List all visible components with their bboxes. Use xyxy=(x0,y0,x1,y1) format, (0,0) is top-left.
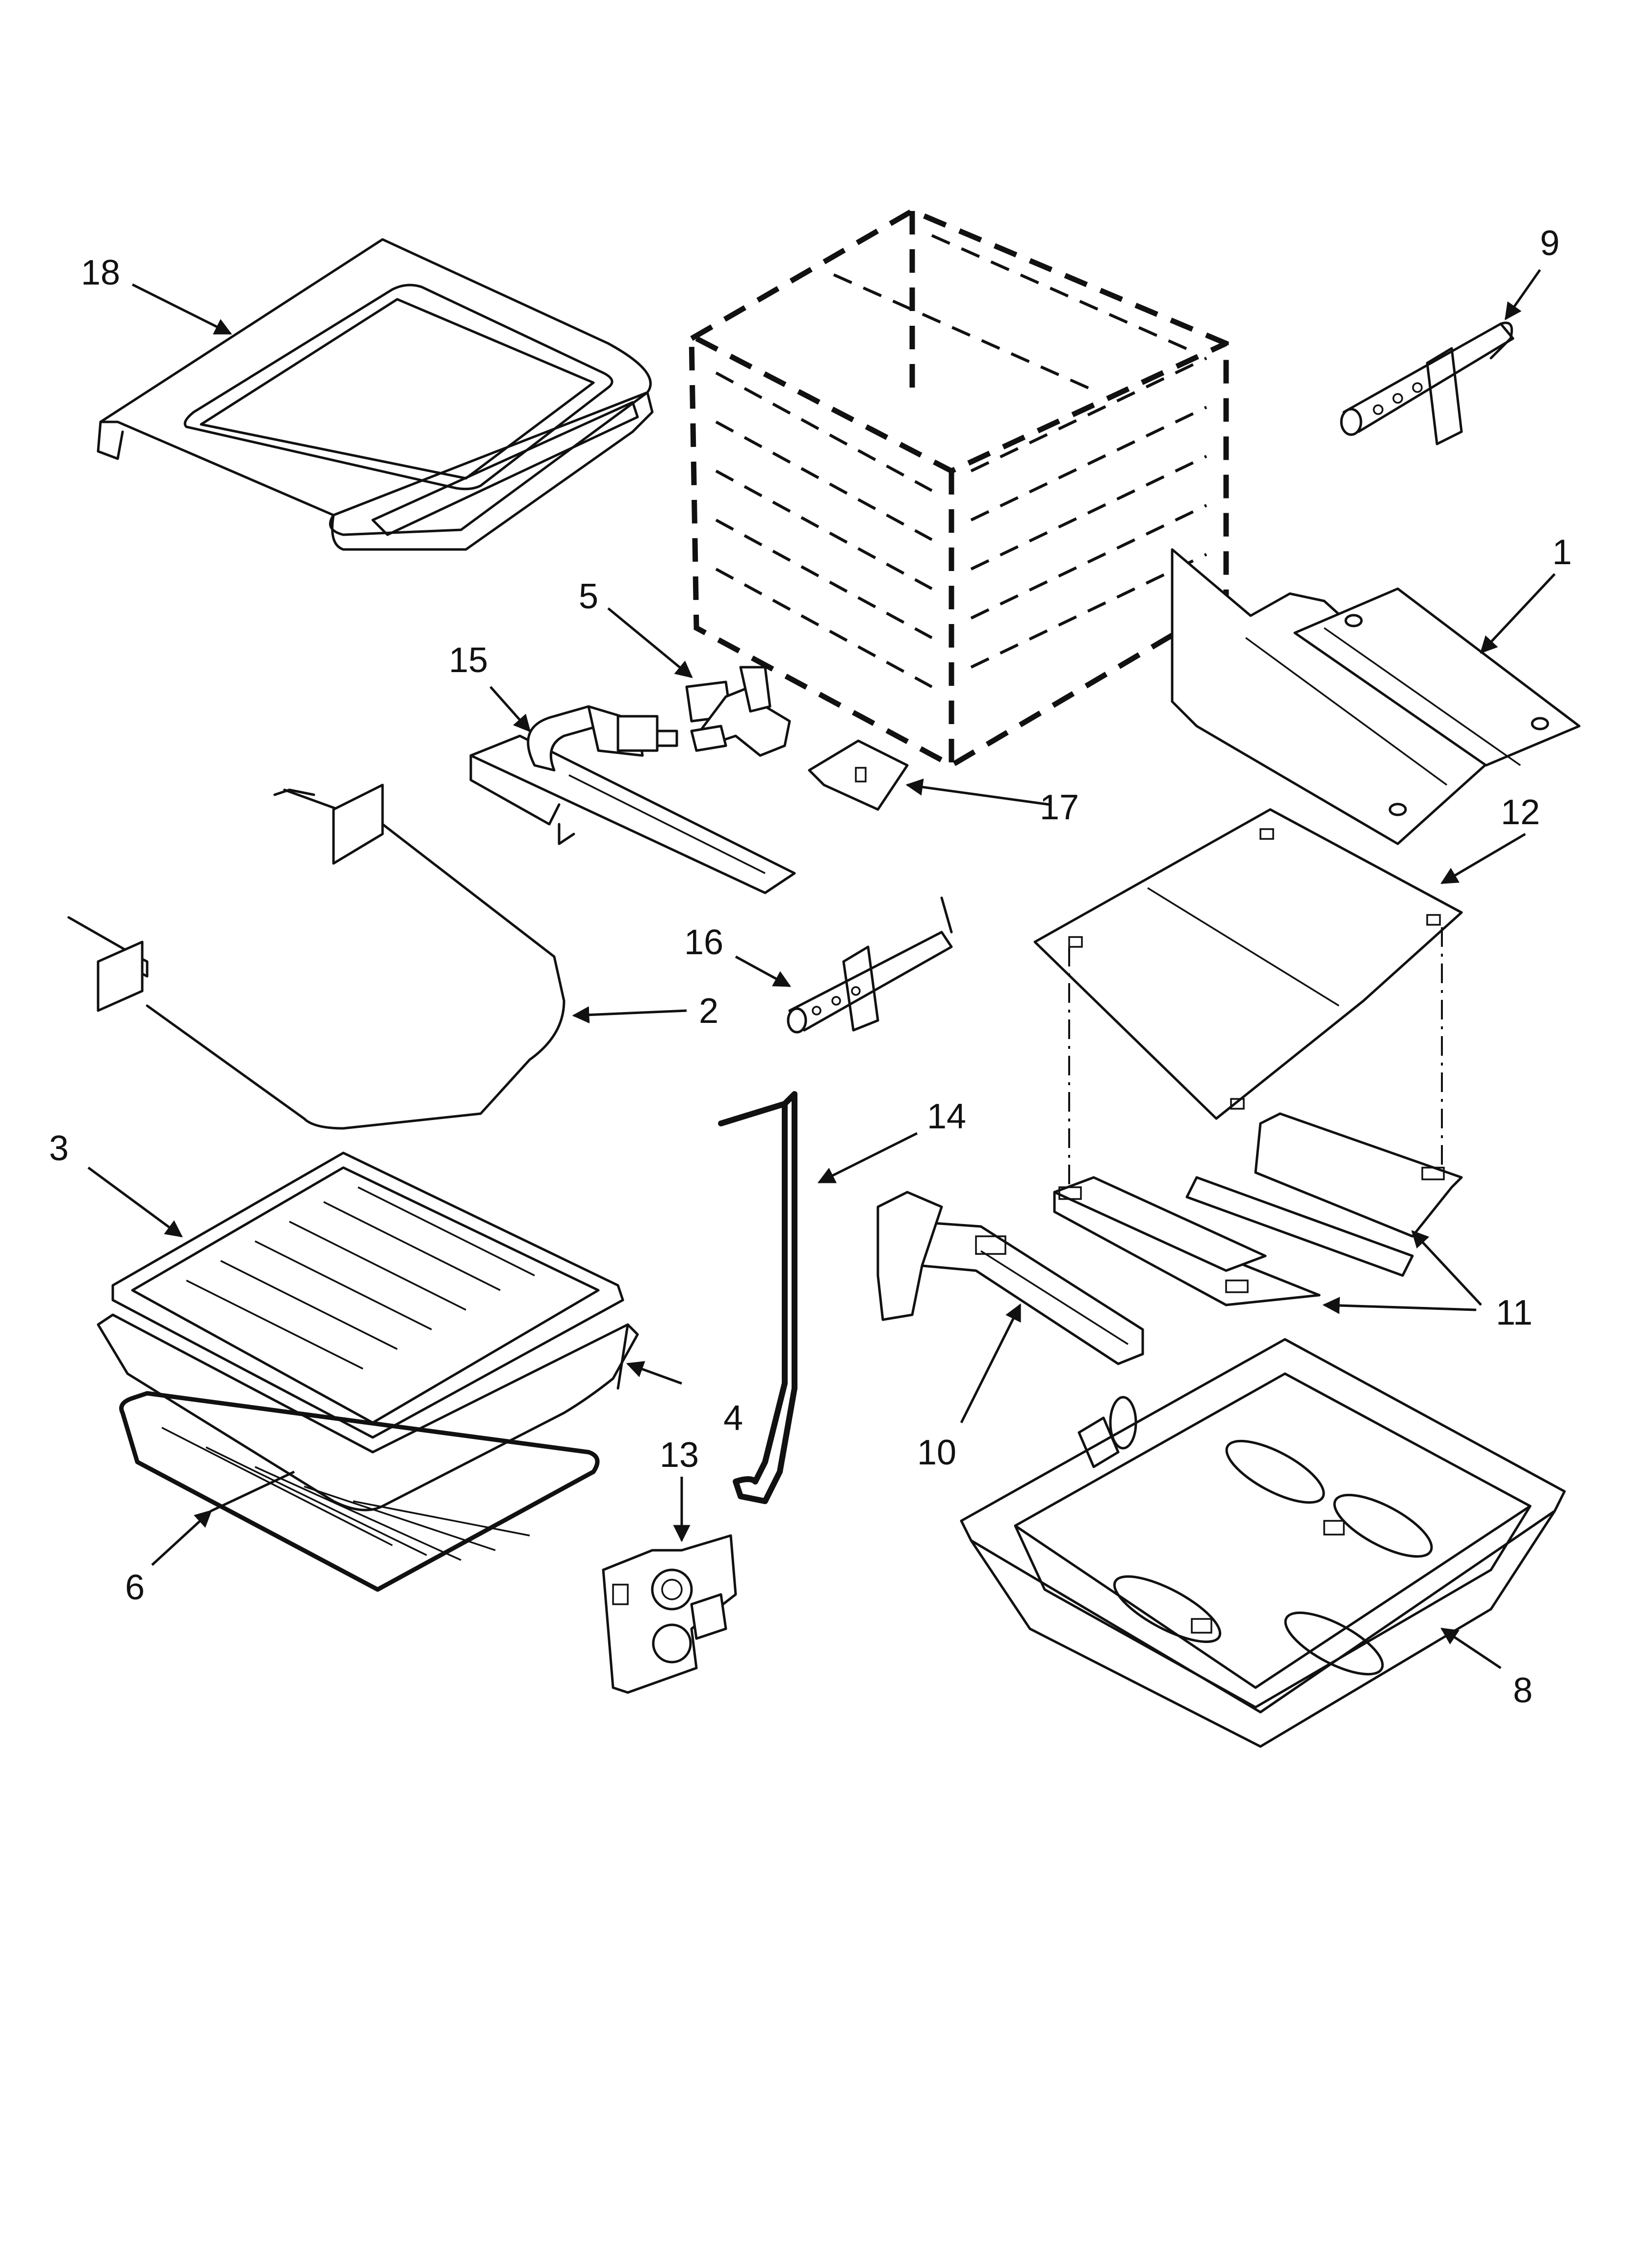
callout-16: 16 xyxy=(684,923,723,962)
part-10-bake-burner xyxy=(876,1191,1144,1365)
part-17-plate xyxy=(808,739,909,811)
part-2-rotisserie-spit xyxy=(67,783,565,1130)
part-16-igniter xyxy=(787,896,953,1034)
part-9-igniter xyxy=(1340,321,1514,445)
callout-4: 4 xyxy=(723,1399,743,1438)
callout-2: 2 xyxy=(699,991,718,1031)
part-11-brackets xyxy=(1053,1112,1463,1306)
part-13-valve-assembly xyxy=(602,1534,737,1694)
part-3-broiler-grid xyxy=(111,1151,624,1439)
part-1-heat-shield xyxy=(1171,548,1581,845)
leader-lines xyxy=(87,269,1556,1669)
part-15-burner-tube xyxy=(469,705,796,894)
part-8-drawer-pan xyxy=(960,1338,1566,1748)
part-4-broiler-pan xyxy=(97,1313,639,1512)
callout-3: 3 xyxy=(49,1129,69,1168)
callout-17: 17 xyxy=(1040,788,1079,827)
callout-11: 11 xyxy=(1496,1293,1533,1332)
callout-8: 8 xyxy=(1513,1671,1533,1710)
callout-18: 18 xyxy=(81,253,120,292)
part-6-oven-rack xyxy=(119,1391,600,1592)
callout-9: 9 xyxy=(1540,224,1560,263)
part-5-valve xyxy=(685,666,791,757)
callout-14: 14 xyxy=(927,1097,966,1136)
callout-labels: 18 9 1 5 15 17 12 16 2 3 14 4 10 11 13 6… xyxy=(49,224,1572,1710)
part-14-gas-tube xyxy=(718,1091,797,1504)
callout-10: 10 xyxy=(917,1433,956,1472)
callout-13: 13 xyxy=(660,1435,699,1475)
oven-cavity-outline xyxy=(689,208,1229,769)
callout-15: 15 xyxy=(449,641,488,680)
callout-12: 12 xyxy=(1501,793,1540,832)
callout-1: 1 xyxy=(1552,533,1572,572)
part-18-top-cover xyxy=(97,238,654,551)
callout-5: 5 xyxy=(579,577,598,616)
part-12-cover-plate xyxy=(1033,808,1463,1187)
callout-6: 6 xyxy=(125,1568,145,1607)
